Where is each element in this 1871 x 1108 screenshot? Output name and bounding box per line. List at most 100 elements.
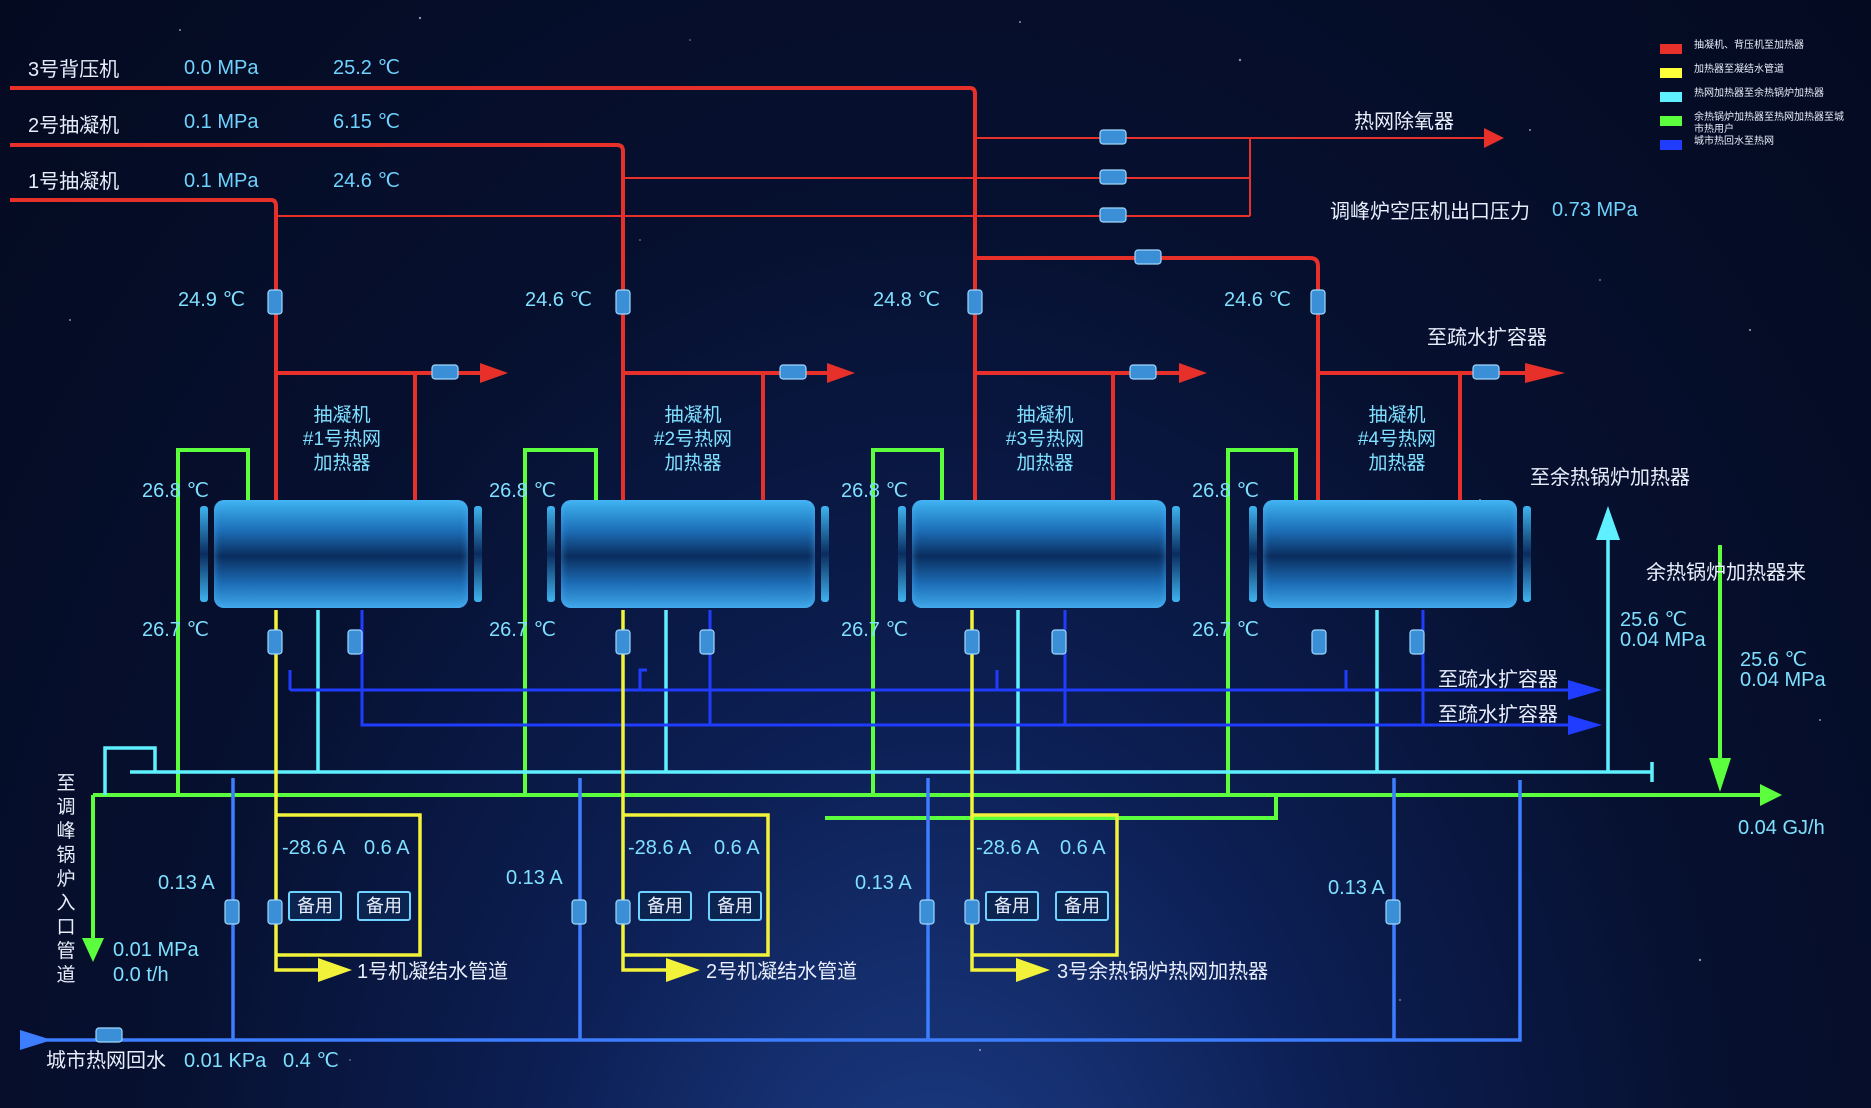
to-hrsg-arrow [1596,506,1620,540]
heater-4-vessel[interactable] [1249,500,1531,608]
pump-group-1-current: 0.13 A [158,872,215,894]
peak-boiler-label-char: 至 [56,773,76,794]
pump-group-2-a: -28.6 A [628,837,692,859]
pump-group-2-b: 0.6 A [714,837,760,859]
heater-2-name: 抽凝机 #2号热网加热器 [633,404,753,476]
city-return-arrow [20,1030,52,1050]
legend-swatch [1660,68,1682,78]
legend-item: 抽凝机、背压机至加热器 [1660,40,1844,64]
legend-text: 热网加热器至余热锅炉加热器 [1694,88,1824,99]
heater-4-steam-temp: 24.6 ℃ [1224,289,1291,311]
peak-boiler-pressure: 0.01 MPa [113,939,199,961]
from-hrsg-heater-label: 余热锅炉加热器来 [1646,562,1806,584]
unit-2-name: 2号抽凝机 [28,115,120,137]
pump-group-1-b: 0.6 A [364,837,410,859]
return-in-temp: 25.6 ℃ [1620,609,1687,631]
pump-4-current: 0.13 A [1328,877,1385,899]
pump-group-2-outlet: 2号机凝结水管道 [706,961,858,983]
unit-3-name: 3号背压机 [28,59,120,81]
pump-group-3-spare-a[interactable]: 备用 [985,891,1039,921]
peak-boiler-label-char: 炉 [56,869,76,890]
heater-3-vessel[interactable] [898,500,1180,608]
legend-item: 热网加热器至余热锅炉加热器 [1660,88,1844,112]
legend-item: 加热器至凝结水管道 [1660,64,1844,88]
heater-3-name-line: 加热器 [1016,453,1074,474]
pump-group-1-a: -28.6 A [282,837,346,859]
heater-2-vessel[interactable] [547,500,829,608]
heater-2-name-line: 抽凝机 [664,405,722,426]
heater-1-cold-temp: 26.7 ℃ [142,619,209,641]
peak-boiler-label-char: 口 [56,917,76,938]
condensate-pipes [274,610,1119,972]
peak-boiler-label-char: 入 [56,893,76,914]
heater-4-name-line: 抽凝机 [1368,405,1426,426]
legend-item: 余热锅炉加热器至热网加热器至城市热用户 [1660,112,1844,136]
heater-2-hot-temp: 26.8 ℃ [489,480,556,502]
pump-group-3-current: 0.13 A [855,872,912,894]
condensate-arrowheads [318,958,1050,982]
legend-swatch [1660,92,1682,102]
peak-boiler-label-char: 调 [56,797,76,818]
return-in-pressure: 0.04 MPa [1620,629,1706,651]
pump-group-3-spare-b[interactable]: 备用 [1055,891,1109,921]
heater-1-steam-temp: 24.9 ℃ [178,289,245,311]
heater-4-hot-temp: 26.8 ℃ [1192,480,1259,502]
valve-icons [95,129,1500,1043]
peak-pressure-value: 0.73 MPa [1552,199,1638,221]
peak-pressure-label: 调峰炉空压机出口压力 [1330,201,1530,223]
return-pipes [30,778,1522,1042]
heater-4-name: 抽凝机#4号热网加热器 [1337,404,1457,476]
heater-3-hot-temp: 26.8 ℃ [841,480,908,502]
peak-boiler-inlet-label: 至 调 峰 锅 炉 入 口 管 道 [54,772,78,988]
legend-text: 抽凝机、背压机至加热器 [1694,40,1804,51]
heater-3-cold-temp: 26.7 ℃ [841,619,908,641]
heater-1-hot-temp: 26.8 ℃ [142,480,209,502]
deaerator-label: 热网除氧器 [1354,111,1454,133]
pump-group-2-spare-b[interactable]: 备用 [708,891,762,921]
green-arrowheads [82,758,1782,962]
heater-3-name-line: 抽凝机 [1016,405,1074,426]
heater-2-name-line: 加热器 [664,453,722,474]
city-return-temp: 0.4 ℃ [283,1050,339,1072]
pump-group-1-spare-a[interactable]: 备用 [288,891,342,921]
drain-expander-2-label: 至疏水扩容器 [1438,704,1558,726]
heater-1-name: 抽凝机 #1号热网加热器 [282,404,402,476]
star-field [69,16,1821,1061]
peak-boiler-label-char: 道 [56,965,76,986]
legend-swatch [1660,116,1682,126]
legend-swatch [1660,140,1682,150]
heater-2-name-line: #2号热网 [653,429,733,450]
steam-pipes [10,86,1525,500]
steam-arrowheads [480,363,1565,383]
peak-boiler-label-char: 峰 [56,821,76,842]
heater-1-name-line: 抽凝机 [313,405,371,426]
drain-expander-1-label: 至疏水扩容器 [1438,669,1558,691]
heater-1-name-line: #1号热网 [302,429,382,450]
legend-text: 余热锅炉加热器至热网加热器至城市热用户 [1694,112,1844,135]
drain-arrowheads [1568,680,1602,735]
heater-4-cold-temp: 26.7 ℃ [1192,619,1259,641]
pump-group-1-outlet: 1号机凝结水管道 [357,961,509,983]
heater-3-name-line: #3号热网 [1005,429,1085,450]
drain-expander-top-label: 至疏水扩容器 [1427,327,1547,349]
heater-1-name-line: 加热器 [313,453,371,474]
heat-output-value: 0.04 GJ/h [1738,817,1825,839]
pump-group-2-current: 0.13 A [506,867,563,889]
deaerator-branches [276,128,1504,217]
legend-text: 城市热回水至热网 [1694,136,1774,147]
heater-4-name-line: #4号热网 [1357,429,1437,450]
pump-group-2-spare-a[interactable]: 备用 [638,891,692,921]
heater-2-cold-temp: 26.7 ℃ [489,619,556,641]
legend-swatch [1660,44,1682,54]
pump-group-3-a: -28.6 A [976,837,1040,859]
pump-group-3-b: 0.6 A [1060,837,1106,859]
heater-3-steam-temp: 24.8 ℃ [873,289,940,311]
pump-group-1-spare-b[interactable]: 备用 [357,891,411,921]
legend-item: 城市热回水至热网 [1660,136,1844,160]
hrsg-in-pressure: 0.04 MPa [1740,669,1826,691]
unit-2-pressure: 0.1 MPa [184,111,259,133]
unit-3-temp: 25.2 ℃ [333,57,400,79]
legend-text: 加热器至凝结水管道 [1694,64,1784,75]
heater-1-vessel[interactable] [200,500,482,608]
